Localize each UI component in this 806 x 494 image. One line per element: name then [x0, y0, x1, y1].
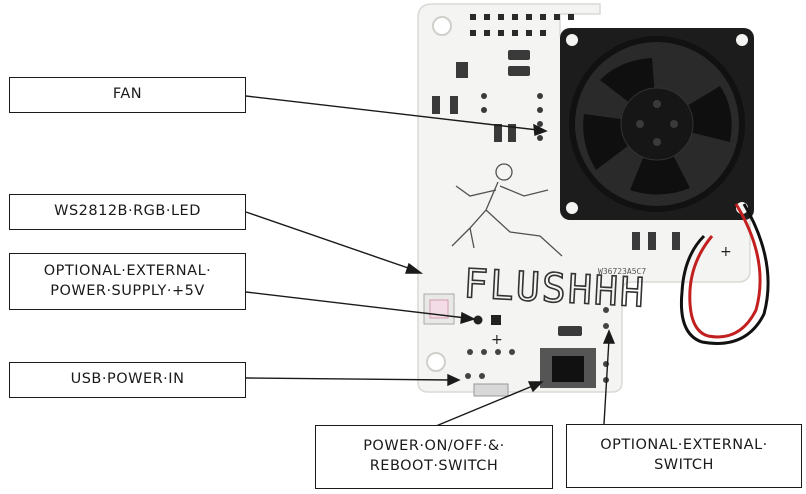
- callout-usb-power: USB·POWER·IN: [9, 362, 246, 398]
- callout-rgb-led: WS2812B·RGB·LED: [9, 194, 246, 230]
- fan-wires: [679, 203, 770, 345]
- ext-power-pads: [473, 315, 501, 325]
- callout-ext-power-line1: OPTIONAL·EXTERNAL·: [43, 262, 212, 279]
- usb-connector: [473, 383, 509, 397]
- smd-components: [432, 50, 680, 336]
- board-logo-text: FLUSHHH: [463, 261, 648, 316]
- callout-ext-switch: OPTIONAL·EXTERNAL· SWITCH: [566, 424, 802, 488]
- board-marking-text: W36723A5C7: [598, 267, 646, 276]
- callout-rgb-led-text: WS2812B·RGB·LED: [54, 203, 201, 220]
- leader-lines: [245, 95, 616, 427]
- callout-power-switch-line1: POWER·ON/OFF·&·: [363, 438, 505, 455]
- callout-fan-text: FAN: [112, 86, 143, 103]
- callout-ext-power: OPTIONAL·EXTERNAL· POWER·SUPPLY·+5V: [9, 253, 246, 310]
- gpio-header-pins: [470, 14, 574, 36]
- callout-ext-power-line2: POWER·SUPPLY·+5V: [50, 282, 205, 299]
- vias: [465, 307, 609, 383]
- runner-artwork: [451, 163, 563, 257]
- callout-usb-power-text: USB·POWER·IN: [70, 371, 185, 388]
- callout-fan: FAN: [9, 77, 246, 113]
- callout-ext-switch-line1: OPTIONAL·EXTERNAL·: [600, 437, 768, 454]
- callout-power-switch: POWER·ON/OFF·&· REBOOT·SWITCH: [315, 425, 553, 489]
- cooling-fan: [560, 28, 754, 220]
- rgb-led: [423, 293, 455, 325]
- callout-power-switch-line2: REBOOT·SWITCH: [369, 458, 499, 474]
- callout-ext-switch-line2: SWITCH: [654, 457, 714, 473]
- wire-plus-mark: +: [720, 244, 732, 260]
- tactile-switch: [540, 348, 596, 388]
- ext-power-plus-mark: +: [491, 332, 503, 348]
